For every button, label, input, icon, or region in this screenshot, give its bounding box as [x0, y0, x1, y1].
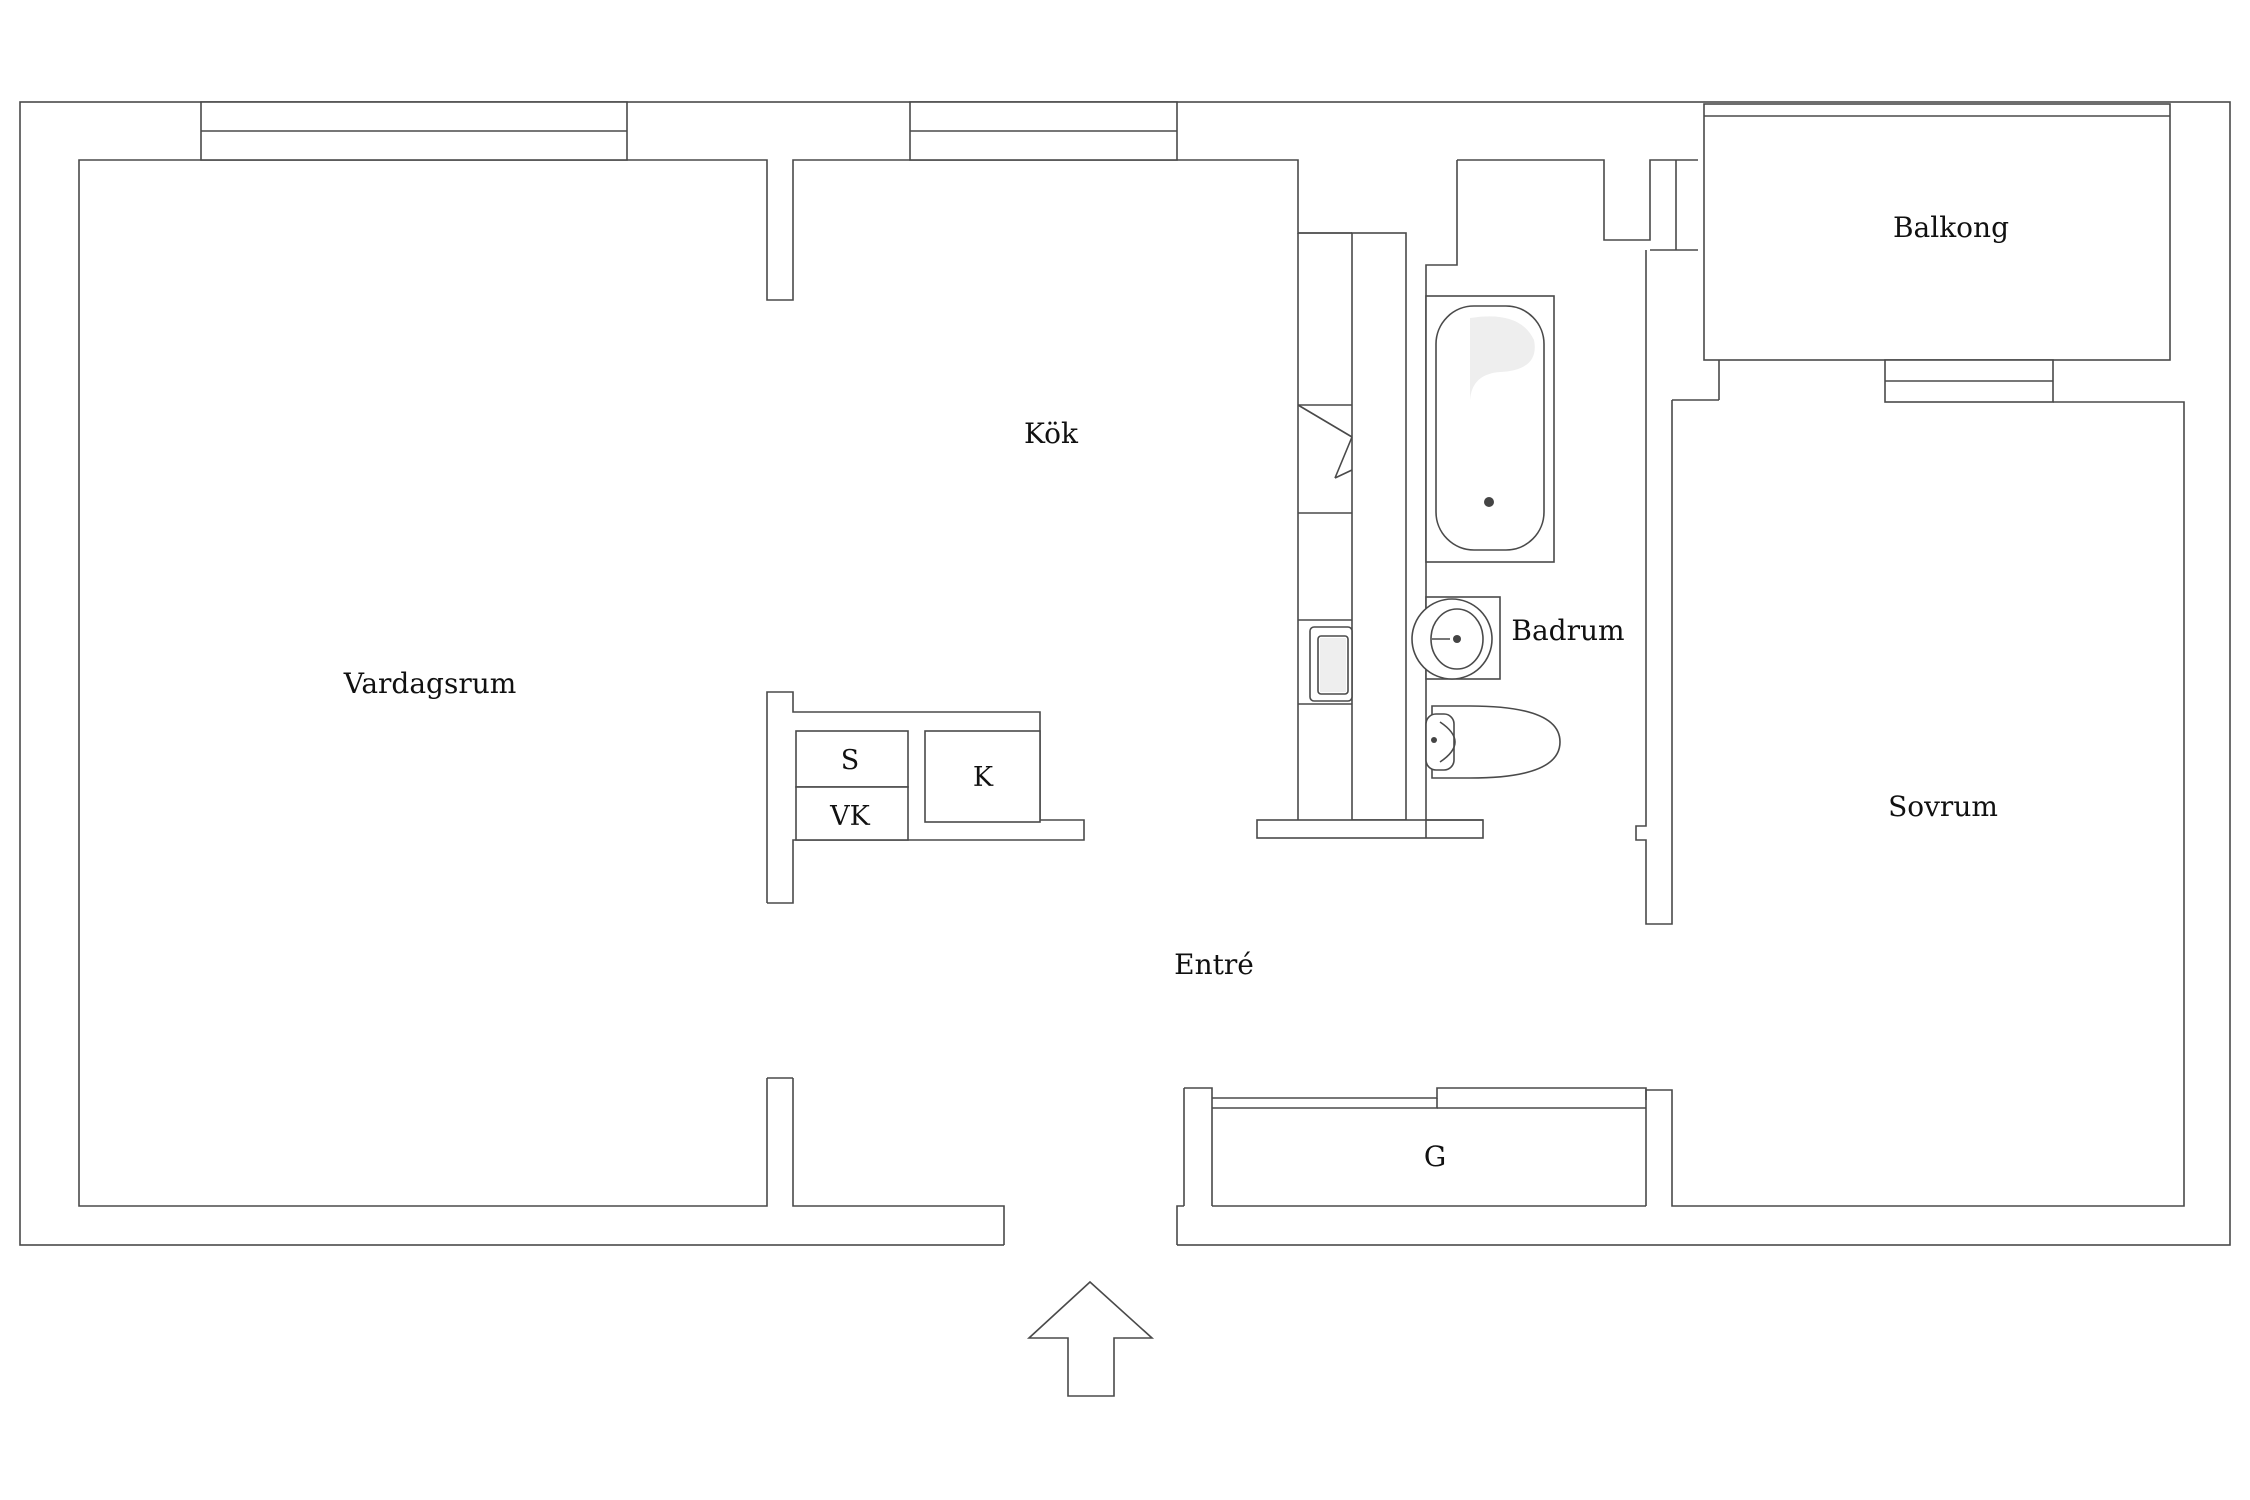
closet-k	[924, 730, 1041, 823]
balkong	[1672, 103, 2171, 403]
vardagsrum-outline	[78, 159, 1352, 1207]
label-sovrum: Sovrum	[1888, 790, 1998, 823]
label-closet-s: S	[841, 745, 860, 776]
sink-icon	[1411, 596, 1501, 680]
label-badrum: Badrum	[1511, 614, 1624, 647]
window-kok	[909, 101, 1178, 161]
toilet-icon	[1425, 705, 1561, 779]
sovrum-outline	[1635, 250, 1673, 925]
closet-vk	[795, 786, 909, 841]
kitchen-bottom-wall	[1256, 819, 1484, 839]
label-kok: Kök	[1024, 417, 1079, 450]
window-vardagsrum	[200, 101, 628, 161]
entrance-arrow-icon	[1026, 1280, 1155, 1397]
label-vardagsrum: Vardagsrum	[343, 667, 517, 700]
label-entre: Entré	[1174, 948, 1254, 981]
bathtub-icon	[1425, 295, 1555, 563]
label-closet-k: K	[973, 762, 994, 793]
closet-s	[795, 730, 909, 788]
stove-icon	[1309, 626, 1353, 702]
kitchen-counter	[1297, 232, 1407, 821]
label-closet-vk: VK	[829, 801, 870, 832]
garderob	[1183, 1087, 1647, 1207]
entrance-door	[767, 1077, 1184, 1247]
label-garderob: G	[1424, 1140, 1446, 1173]
closet-block	[766, 691, 1085, 904]
kitchen-sink-icon	[1297, 404, 1353, 479]
label-balkong: Balkong	[1893, 211, 2009, 244]
